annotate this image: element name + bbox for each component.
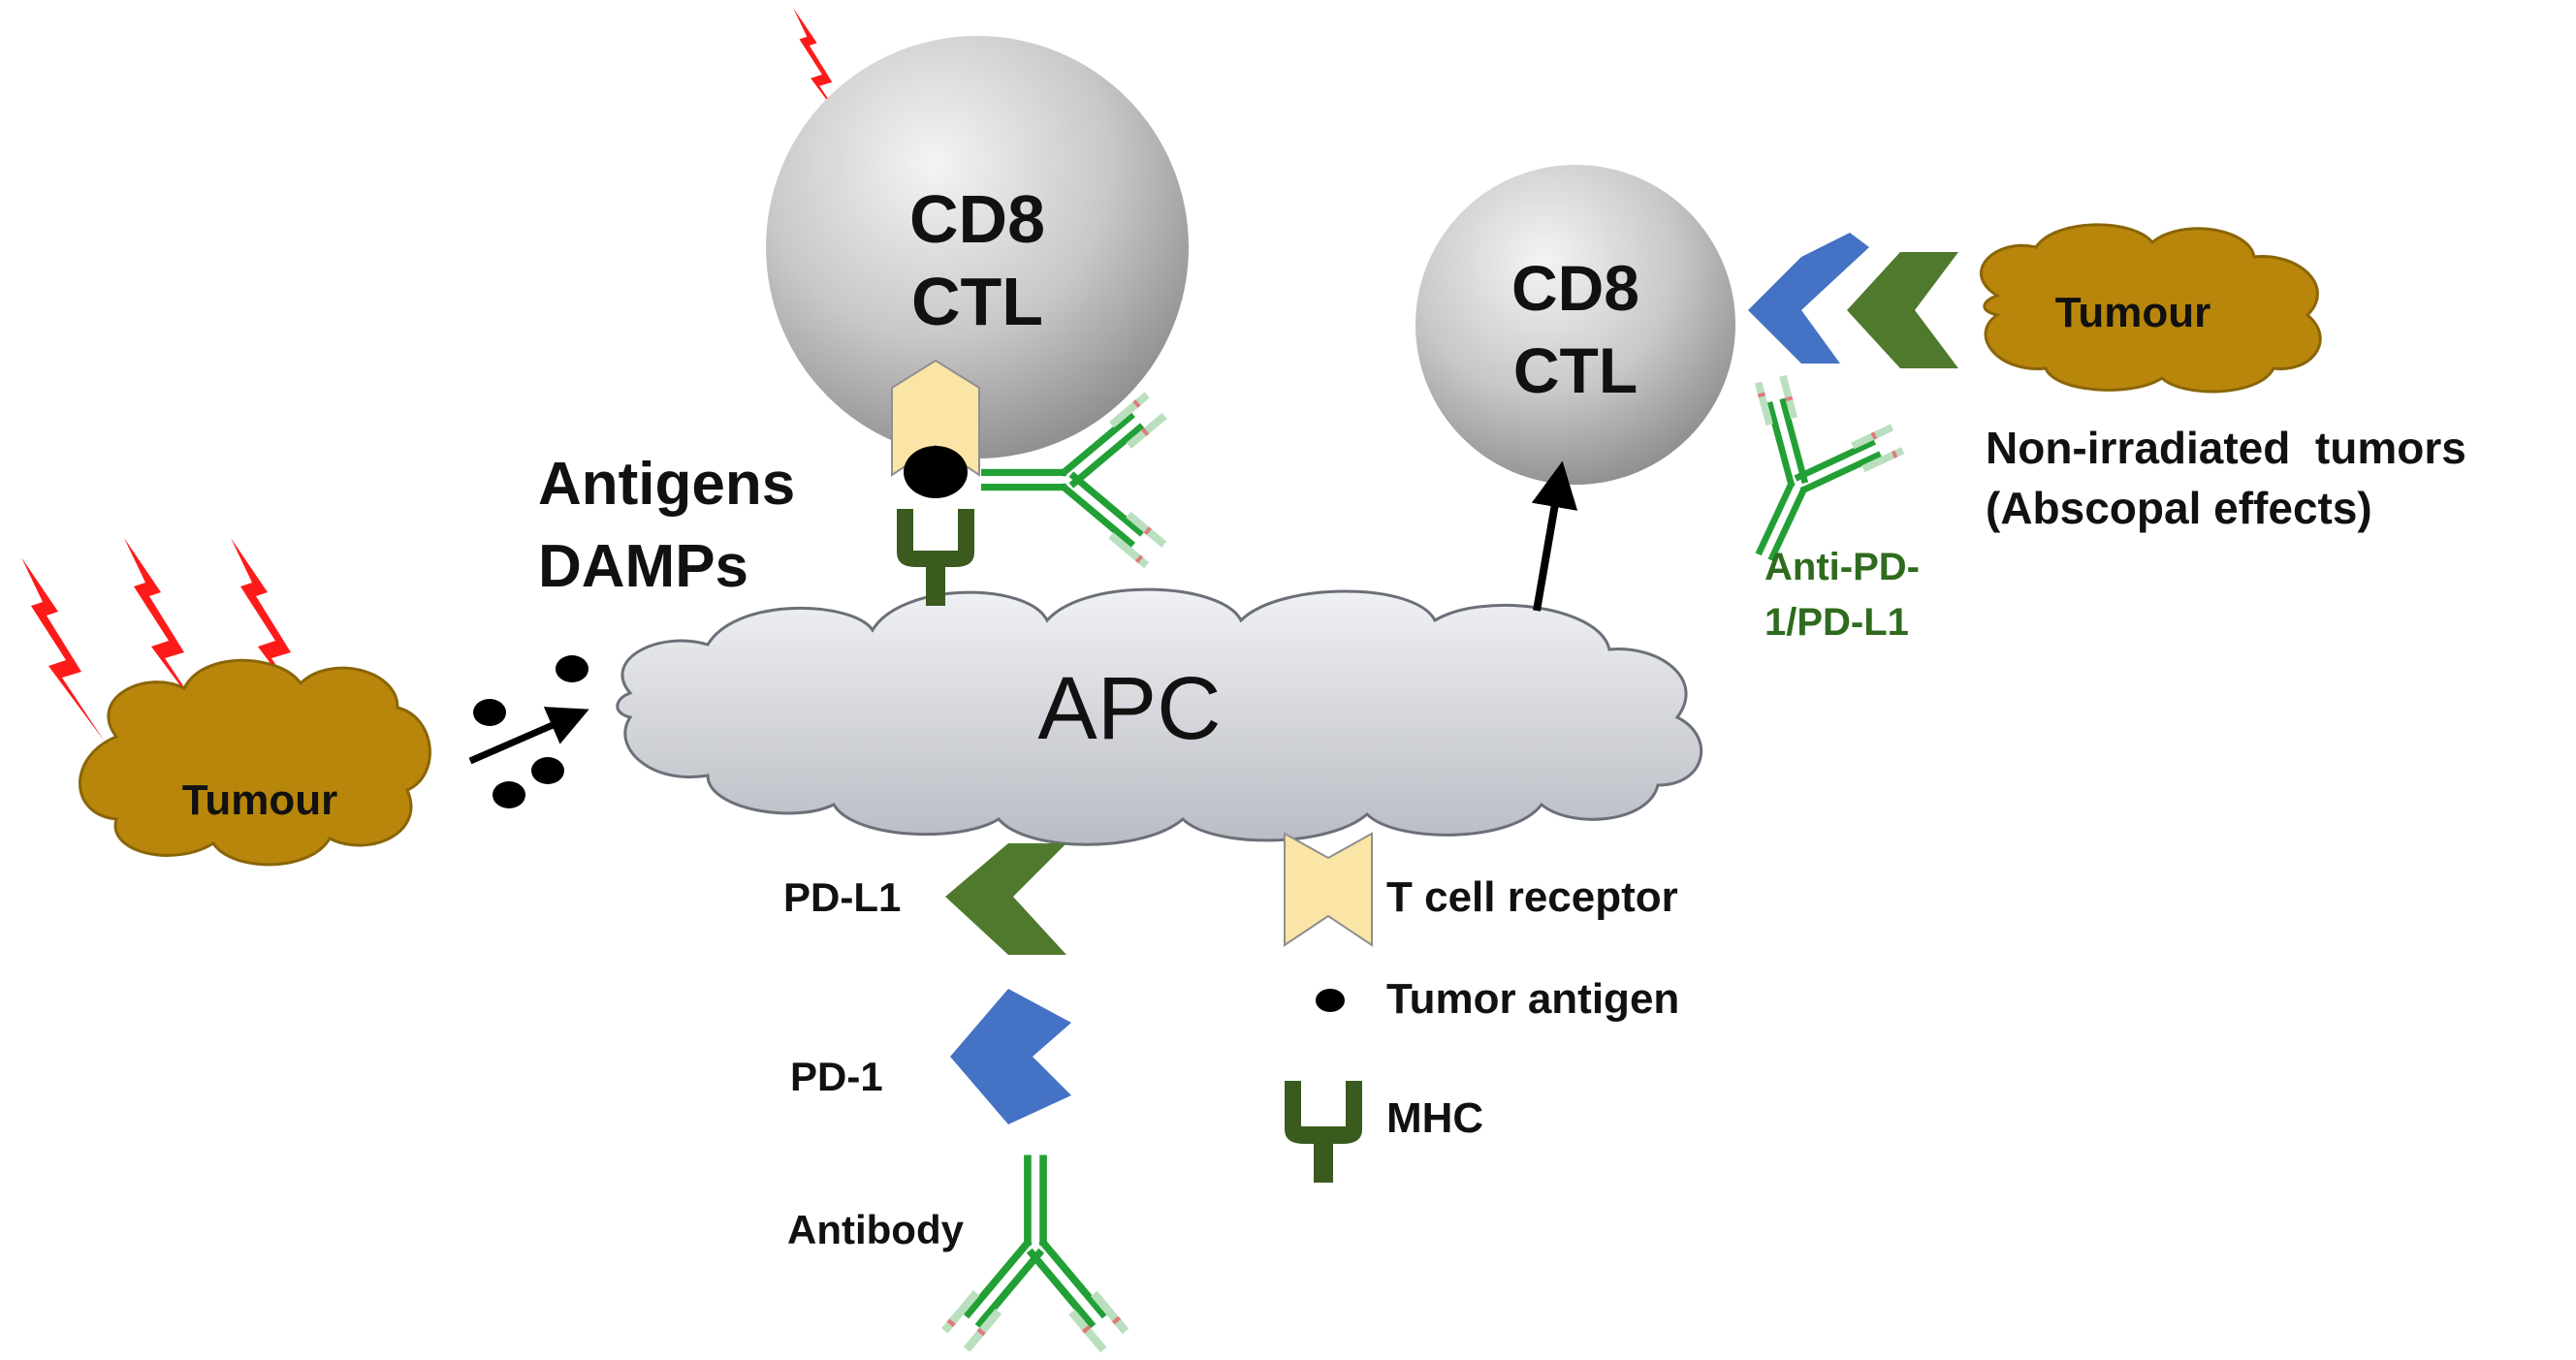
antigen-release [468, 655, 589, 808]
pd-l1-icon [1847, 252, 1958, 368]
non-irradiated-label: Non-irradiated tumors [1986, 423, 2466, 473]
cd8-right-line2: CTL [1513, 334, 1638, 406]
tumour-left: Tumour [79, 658, 431, 867]
legend-pd-l1-icon [945, 843, 1066, 955]
cd8-right-line1: CD8 [1511, 252, 1639, 324]
legend-antibody-label: Antibody [787, 1207, 965, 1252]
tumour-right-label: Tumour [2055, 289, 2211, 336]
legend: PD-L1 PD-1 Antibody T cell receptor Tumo… [783, 832, 1679, 1353]
anti-pd-label-line2: 1/PD-L1 [1765, 601, 1909, 644]
cd8-ctl-right: CD8 CTL [1415, 165, 1735, 485]
cd8-ctl-top: CD8 CTL [766, 36, 1189, 459]
legend-tcr-icon [1284, 832, 1373, 947]
legend-pd-1-label: PD-1 [790, 1054, 883, 1099]
damps-label: DAMPs [538, 533, 748, 600]
legend-tcr-label: T cell receptor [1386, 873, 1678, 921]
legend-pd-l1-label: PD-L1 [783, 874, 901, 920]
tcr-icon [891, 359, 980, 477]
cd8-top-line1: CD8 [909, 181, 1045, 257]
cd8-top-line2: CTL [911, 264, 1043, 339]
legend-pd-1-icon [950, 989, 1071, 1124]
pd-1-icon [1748, 233, 1869, 364]
release-arrow [468, 707, 589, 765]
mhc-icon [897, 509, 974, 606]
tcr-mhc-complex [891, 359, 980, 606]
legend-mhc-icon [1285, 1081, 1362, 1183]
apc-cell: APC [616, 587, 1703, 846]
radiation-bolt-icon [21, 557, 105, 742]
tumour-right: Tumour [1980, 223, 2322, 394]
legend-tumor-antigen-label: Tumor antigen [1386, 975, 1679, 1023]
apc-label: APC [1037, 659, 1221, 758]
legend-antibody-icon [941, 1154, 1129, 1353]
abscopal-label: (Abscopal effects) [1986, 483, 2372, 533]
activation-arrow [1531, 460, 1578, 612]
anti-pd-label-line1: Anti-PD- [1765, 546, 1920, 588]
legend-tumor-antigen-icon [1316, 989, 1345, 1012]
legend-mhc-label: MHC [1386, 1094, 1483, 1142]
tumour-left-label: Tumour [182, 776, 338, 824]
antigens-label: Antigens [538, 451, 795, 518]
tumor-antigen-icon [904, 446, 968, 498]
